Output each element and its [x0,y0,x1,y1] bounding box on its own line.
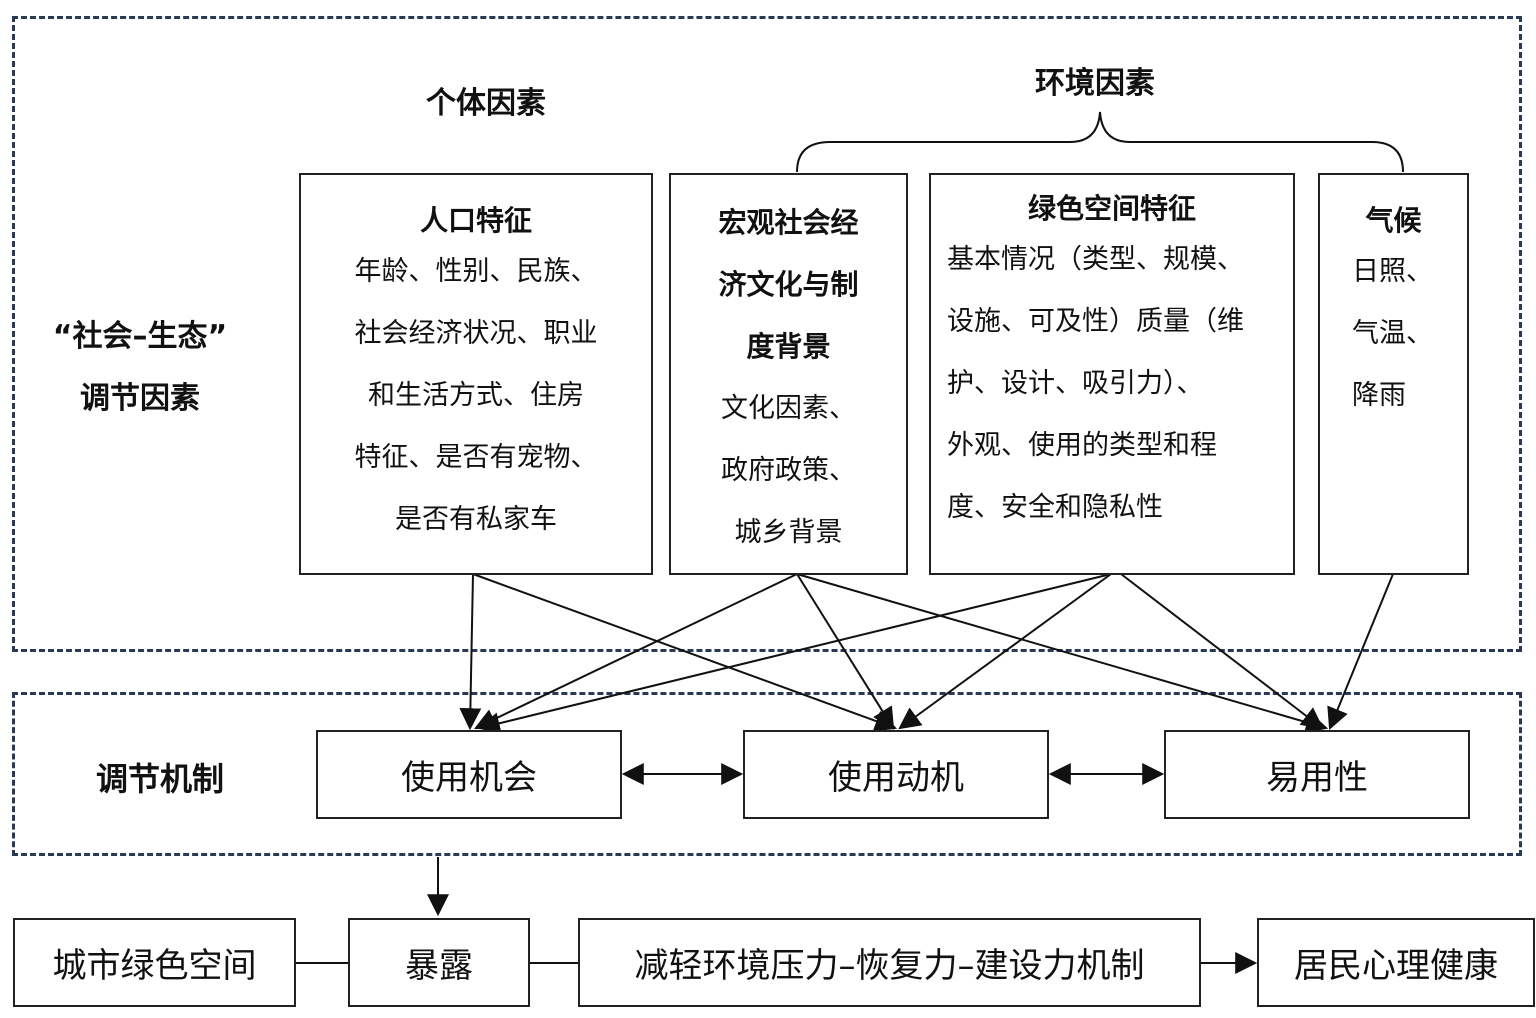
climate-line: 日照、 [1352,256,1433,287]
opportunity-box: 使用机会 [316,730,622,819]
social-ecological-region [12,16,1522,652]
population-box: 人口特征 年龄、性别、民族、 社会经济状况、职业 和生活方式、住房 特征、是否有… [299,173,653,575]
macro-title-line: 济文化与制 [718,268,859,301]
motivation-box: 使用动机 [743,730,1049,819]
macro-context-box: 宏观社会经 济文化与制 度背景 文化因素、 政府政策、 城乡背景 [669,173,908,575]
population-line: 特征、是否有宠物、 [354,442,598,473]
greenspace-line: 基本情况（类型、规模、 [947,244,1244,275]
macro-title: 宏观社会经 济文化与制 度背景 [671,192,906,378]
arrow-population-opportunity [459,573,482,731]
population-title: 人口特征 [419,204,532,237]
greenspace-box: 绿色空间特征 基本情况（类型、规模、 设施、可及性）质量（维 护、设计、吸引力）… [929,173,1295,575]
population-line: 社会经济状况、职业 [354,318,598,349]
climate-title: 气候 [1365,204,1422,237]
mechanism-label: 调节机制 [95,760,224,798]
population-line: 和生活方式、住房 [368,380,584,411]
arrow-climate-ease [1327,573,1394,731]
macro-line: 政府政策、 [721,455,856,486]
climate-line: 降雨 [1352,380,1406,411]
mechanism-region [12,692,1522,856]
individual-factors-heading: 个体因素 [426,86,546,121]
social-ecological-label: “社会–生态” 调节因素 [20,306,260,430]
green-space-box: 城市绿色空间 [13,918,296,1007]
population-line: 年龄、性别、民族、 [354,256,598,287]
climate-line: 气温、 [1352,318,1433,349]
arrow-population-motivation [472,573,898,732]
greenspace-title: 绿色空间特征 [1027,192,1196,225]
exposure-box: 暴露 [348,918,530,1007]
arrow-macro-ease [796,573,1329,734]
social-ecological-label-line1: “社会–生态” [52,319,228,354]
macro-title-line: 宏观社会经 [718,206,859,239]
stress-restoration-box: 减轻环境压力–恢复力–建设力机制 [578,918,1201,1007]
greenspace-line: 护、设计、吸引力）、 [947,368,1204,399]
climate-text: 日照、 气温、 降雨 [1320,241,1467,427]
arrow-macro-motivation [796,573,895,730]
arrow-greenspace-motivation [898,573,1112,730]
arrow-macro-opportunity [474,573,798,730]
macro-line: 城乡背景 [734,517,843,548]
ease-of-use-box: 易用性 [1164,730,1470,819]
social-ecological-label-line2: 调节因素 [80,381,200,416]
macro-line: 文化因素、 [721,393,856,424]
mental-health-box: 居民心理健康 [1257,918,1535,1007]
arrow-greenspace-opportunity [477,573,1112,734]
greenspace-line: 外观、使用的类型和程 [947,430,1217,461]
environment-brace [796,111,1404,173]
greenspace-line: 度、安全和隐私性 [947,492,1163,523]
greenspace-text: 基本情况（类型、规模、 设施、可及性）质量（维 护、设计、吸引力）、 外观、使用… [931,229,1293,539]
arrow-greenspace-ease [1120,573,1324,730]
macro-title-line: 度背景 [746,330,831,363]
greenspace-line: 设施、可及性）质量（维 [947,306,1244,337]
macro-text: 文化因素、 政府政策、 城乡背景 [671,378,906,564]
population-line: 是否有私家车 [395,504,557,535]
climate-box: 气候 日照、 气温、 降雨 [1318,173,1469,575]
population-text: 年龄、性别、民族、 社会经济状况、职业 和生活方式、住房 特征、是否有宠物、 是… [301,241,651,551]
environment-factors-heading: 环境因素 [1035,66,1155,101]
